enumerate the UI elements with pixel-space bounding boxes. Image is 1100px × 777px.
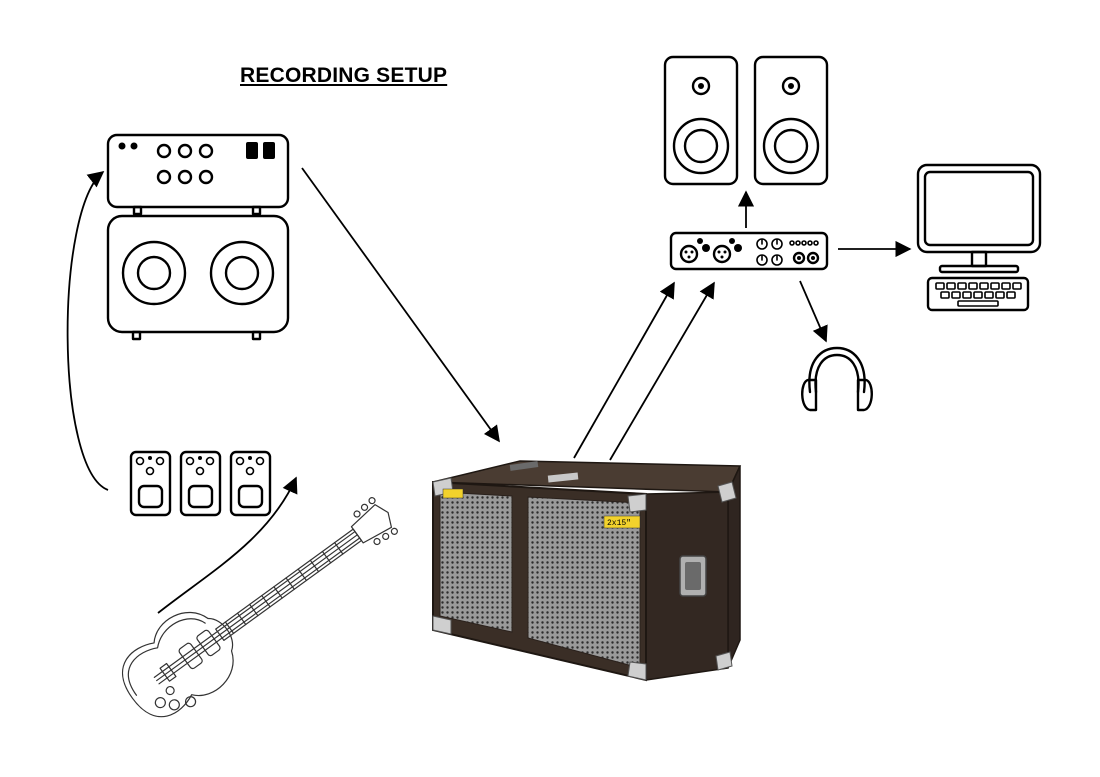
studio-monitor-icon bbox=[663, 55, 739, 186]
effect-pedal-icon bbox=[179, 450, 222, 517]
arrow-pedals-to-amp bbox=[66, 170, 109, 491]
bass-cabinet-photo: 2x15" bbox=[432, 460, 742, 682]
effect-pedal-icon bbox=[229, 450, 272, 517]
electric-guitar-icon bbox=[121, 497, 398, 718]
audio-interface-icon bbox=[669, 231, 829, 271]
cabinet-badge-text: 2x15" bbox=[607, 519, 631, 528]
arrow-guitar-to-pedals bbox=[157, 476, 298, 614]
diagram-title: RECORDING SETUP bbox=[240, 64, 448, 87]
effect-pedal-icon bbox=[129, 450, 172, 517]
arrow-amp-to-cabinet bbox=[301, 167, 500, 443]
speaker-cabinet-icon bbox=[106, 214, 290, 341]
amp-head-icon bbox=[106, 133, 290, 216]
cabinet-badge bbox=[603, 515, 641, 529]
headphones-icon bbox=[801, 346, 873, 412]
studio-monitor-icon bbox=[753, 55, 829, 186]
keyboard-icon bbox=[926, 276, 1030, 312]
connection-arrows bbox=[66, 167, 912, 614]
arrow-cabinet-to-interface-2 bbox=[609, 281, 715, 461]
arrow-cabinet-to-interface-1 bbox=[573, 281, 675, 459]
arrow-interface-to-headphones bbox=[799, 280, 828, 343]
computer-monitor-icon bbox=[916, 163, 1042, 274]
